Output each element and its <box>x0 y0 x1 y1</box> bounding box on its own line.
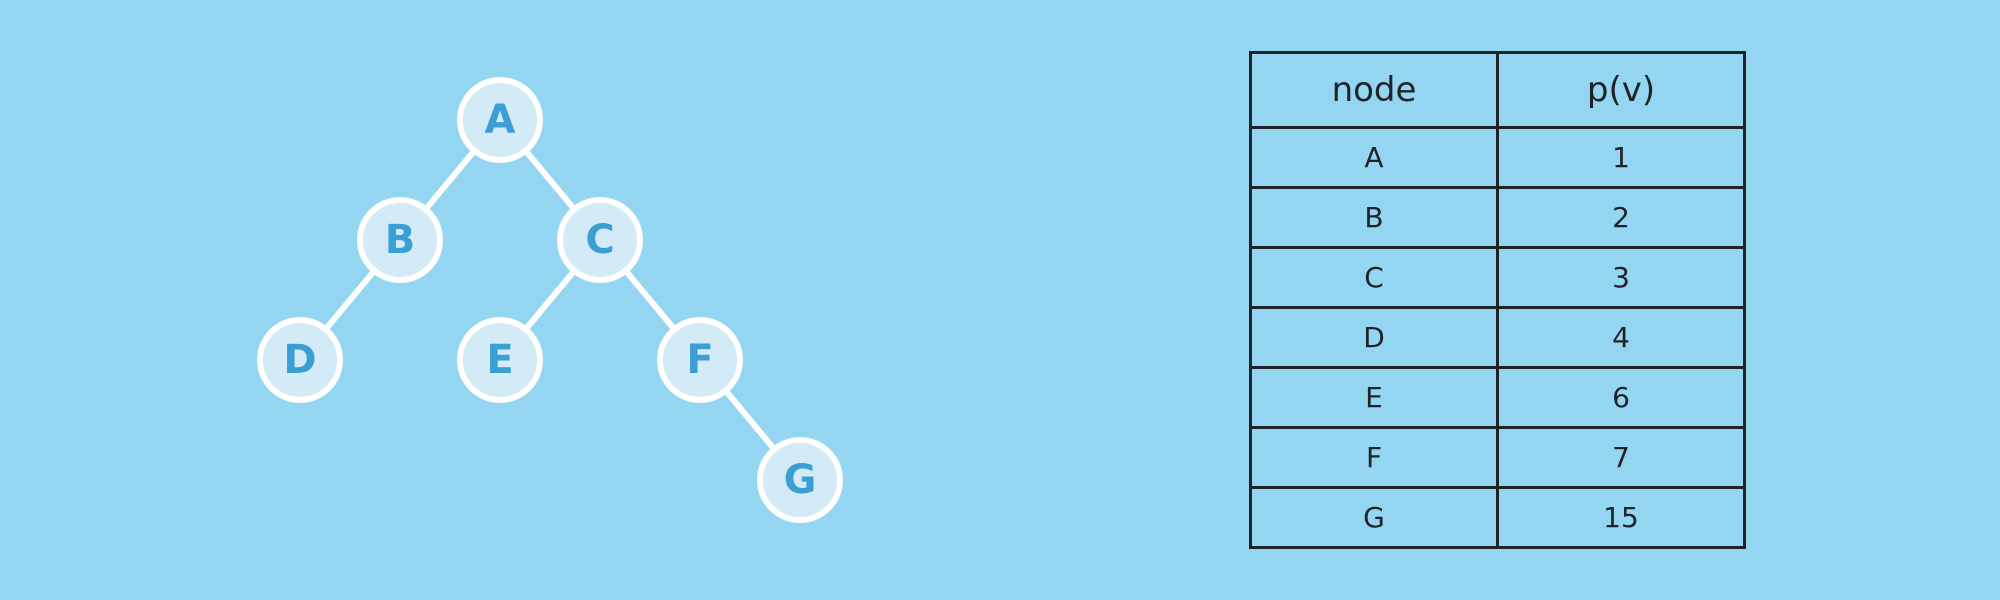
table-row: C 3 <box>1249 246 1746 309</box>
tree-edges <box>297 118 803 482</box>
tree-node-a: A <box>457 77 543 163</box>
tree-node-label: F <box>686 337 713 383</box>
table-cell-node: B <box>1249 186 1499 249</box>
tree-node-label: B <box>385 217 416 263</box>
table-cell-node: C <box>1249 246 1499 309</box>
table-cell-node: G <box>1249 486 1499 549</box>
table-row: E 6 <box>1249 366 1746 429</box>
tree-node-label: E <box>486 337 513 383</box>
table-cell-node: A <box>1249 126 1499 189</box>
table-header-row: node p(v) <box>1249 51 1746 129</box>
tree-node-circle <box>357 197 443 283</box>
node-position-table: node p(v) A 1 B 2 C 3 D 4 E 6 F 7 G <box>1249 51 1746 549</box>
tree-node-circle <box>257 317 343 403</box>
table-cell-pv: 1 <box>1496 126 1746 189</box>
tree-node-b: B <box>357 197 443 283</box>
tree-node-circle <box>657 317 743 403</box>
tree-nodes: A B C D E F G <box>257 77 843 523</box>
tree-node-g: G <box>757 437 843 523</box>
tree-node-label: A <box>485 97 516 143</box>
table-cell-pv: 15 <box>1496 486 1746 549</box>
tree-node-label: G <box>784 457 817 503</box>
table-row: D 4 <box>1249 306 1746 369</box>
table-cell-node: D <box>1249 306 1499 369</box>
table-header-node: node <box>1249 51 1499 129</box>
tree-node-e: E <box>457 317 543 403</box>
table-row: F 7 <box>1249 426 1746 489</box>
tree-node-label: D <box>283 337 316 383</box>
tree-node-circle <box>557 197 643 283</box>
tree-node-circle <box>457 77 543 163</box>
binary-tree-diagram: A B C D E F G <box>257 77 843 523</box>
table-cell-pv: 6 <box>1496 366 1746 429</box>
tree-node-d: D <box>257 317 343 403</box>
table-cell-pv: 4 <box>1496 306 1746 369</box>
table-cell-node: F <box>1249 426 1499 489</box>
table-cell-pv: 3 <box>1496 246 1746 309</box>
table-cell-pv: 7 <box>1496 426 1746 489</box>
table-cell-pv: 2 <box>1496 186 1746 249</box>
table-cell-node: E <box>1249 366 1499 429</box>
tree-node-label: C <box>585 217 614 263</box>
table-header-pv: p(v) <box>1496 51 1746 129</box>
table-row: G 15 <box>1249 486 1746 549</box>
tree-node-circle <box>457 317 543 403</box>
table-row: B 2 <box>1249 186 1746 249</box>
table-row: A 1 <box>1249 126 1746 189</box>
tree-node-circle <box>757 437 843 523</box>
tree-node-c: C <box>557 197 643 283</box>
tree-node-f: F <box>657 317 743 403</box>
